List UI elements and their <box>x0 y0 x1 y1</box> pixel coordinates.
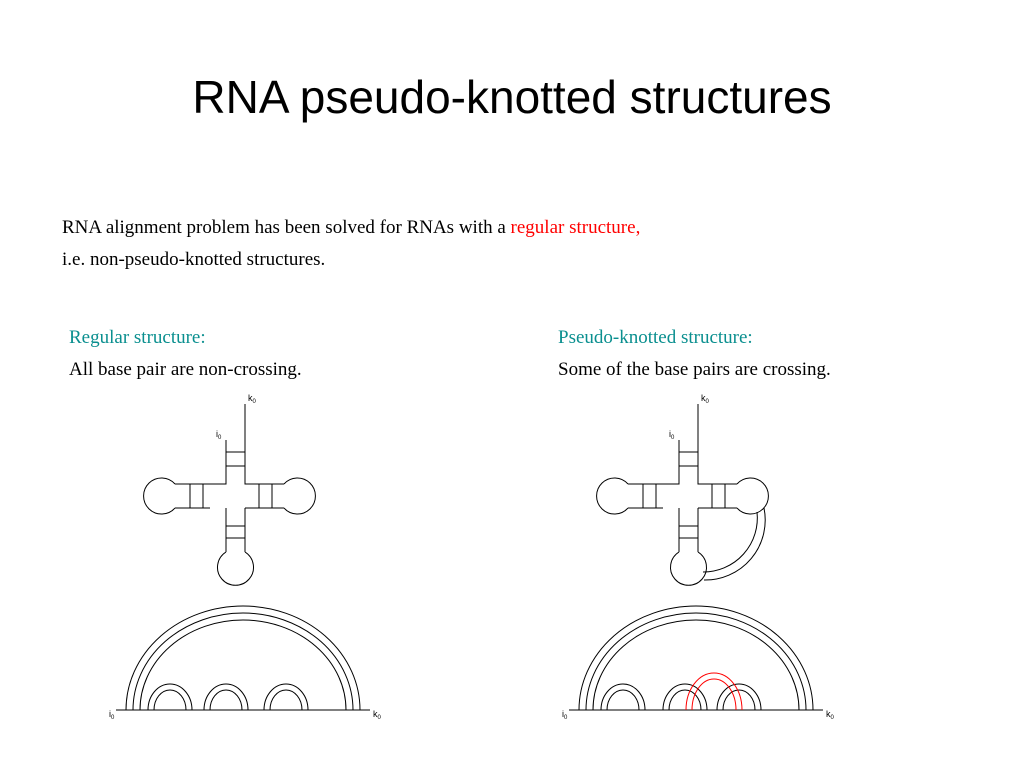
crossing-base-pairs <box>685 672 743 711</box>
label-k0-left-tree: k0 <box>248 393 257 405</box>
pseudoknot-caption: Pseudo-knotted structure: Some of the ba… <box>558 322 831 386</box>
pseudoknot-description: Some of the base pairs are crossing. <box>558 359 831 380</box>
regular-structure-heading: Regular structure: <box>69 327 206 348</box>
intro-line-2: i.e. non-pseudo-knotted structures. <box>62 249 326 270</box>
label-i0-left-tree: i0 <box>216 429 222 441</box>
pseudoknot-secondary-structure <box>596 404 769 586</box>
pseudoknot-arc-diagram <box>569 605 823 711</box>
regular-secondary-structure <box>143 404 316 586</box>
label-k0-left-arcs: k0 <box>373 709 382 721</box>
label-i0-left-arcs: i0 <box>109 709 115 721</box>
intro-text: RNA alignment problem has been solved fo… <box>62 212 640 276</box>
label-k0-right-tree: k0 <box>701 393 710 405</box>
label-k0-right-arcs: k0 <box>826 709 835 721</box>
intro-line-1-text: RNA alignment problem has been solved fo… <box>62 217 511 238</box>
slide-title: RNA pseudo-knotted structures <box>192 71 832 123</box>
label-i0-right-tree: i0 <box>669 429 675 441</box>
regular-structure-caption: Regular structure: All base pair are non… <box>69 322 302 386</box>
regular-arc-diagram <box>116 605 370 711</box>
label-i0-right-arcs: i0 <box>562 709 568 721</box>
regular-structure-highlight: regular structure, <box>510 217 641 238</box>
intro-line-1: RNA alignment problem has been solved fo… <box>62 212 640 244</box>
pseudoknot-heading: Pseudo-knotted structure: <box>558 327 753 348</box>
position-labels: k0 i0 k0 i0 i0 k0 i0 k0 <box>109 393 835 721</box>
regular-structure-description: All base pair are non-crossing. <box>69 359 302 380</box>
